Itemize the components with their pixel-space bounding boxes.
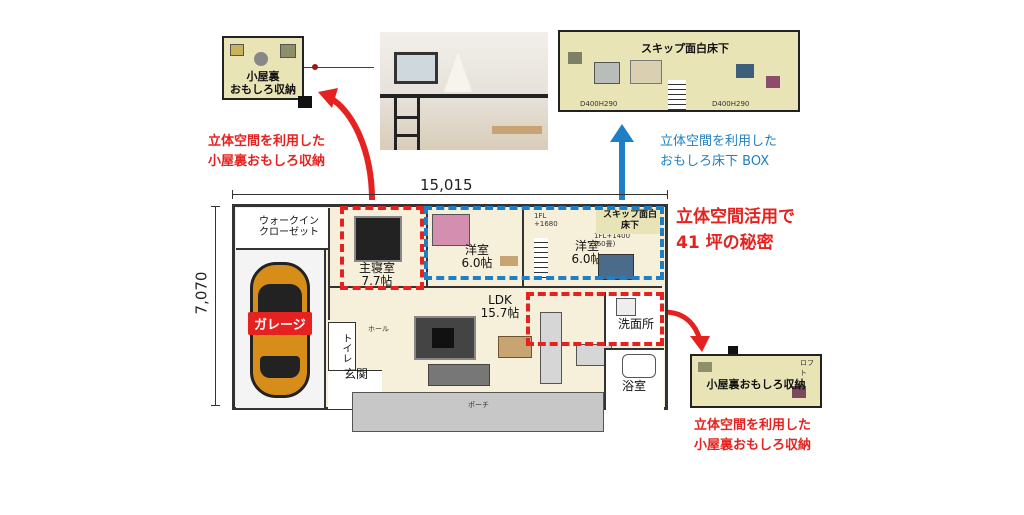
- depth-dimension-tick: [211, 405, 220, 406]
- window: [394, 52, 438, 84]
- bath-label: 浴室: [621, 379, 646, 393]
- garage-label-badge: ガレージ: [248, 312, 312, 335]
- bed-pink-icon: [432, 214, 470, 246]
- wall: [522, 208, 524, 286]
- kitchen-counter-icon: [540, 312, 562, 384]
- master-bedroom-label: 主寝室 7.7帖: [358, 261, 395, 288]
- table-icon: [432, 328, 454, 348]
- stair-icon: [668, 80, 686, 110]
- storage-box-icon: [280, 44, 296, 58]
- attic-highlight-box-master: [340, 206, 424, 290]
- ladder: [394, 98, 420, 150]
- width-dimension-label: 15,015: [420, 176, 473, 194]
- attic-label-line2: おもしろ収納: [230, 83, 296, 96]
- connector-dot: [312, 64, 318, 70]
- porch-area: [352, 392, 604, 432]
- walkin-closet-label: ウォークイン クローゼット: [259, 216, 319, 238]
- red-arrow-head-left: [318, 88, 338, 108]
- ladder-step: [394, 116, 420, 119]
- skip-floor-thumbnail: スキップ面白床下 D400H290 D400H290: [558, 30, 800, 112]
- depth-dimension-label: 7,070: [192, 271, 211, 315]
- walkin-closet: [236, 208, 328, 250]
- cushion-icon: [594, 62, 620, 84]
- depth-dimension-line: [215, 206, 216, 406]
- floor-note-1: 1FL +1680: [534, 212, 558, 228]
- storage-blue-icon: [598, 254, 634, 280]
- ladder-marker: [298, 96, 312, 108]
- washing-machine-icon: [616, 298, 636, 316]
- floor-plan: ガレージ ウォークイン クローゼット 主寝室 7.7帖 洋室 6.0帖 1FL …: [232, 204, 668, 432]
- toy-icon: [766, 76, 780, 88]
- red-arrow-right: [663, 309, 703, 341]
- loft-label: ロフト: [800, 359, 814, 377]
- connector-line: [304, 67, 374, 68]
- car-rear-window: [260, 356, 300, 378]
- wall: [328, 286, 662, 288]
- hall-label: ホール: [368, 325, 389, 333]
- callout-attic-bottom-right: 立体空間を利用した 小屋裏おもしろ収納: [694, 418, 812, 453]
- desk: [492, 126, 542, 134]
- skip-floor-title: スキップ面白床下: [641, 42, 729, 55]
- width-dimension-tick: [667, 190, 668, 199]
- width-dimension-tick: [232, 190, 233, 199]
- red-arrow-head-right: [690, 336, 710, 352]
- loft-railing: [380, 94, 548, 98]
- ldk-label: LDK 15.7帖: [480, 293, 520, 320]
- washroom-label: 洗面所: [617, 317, 654, 331]
- stair-icon: [534, 238, 548, 280]
- skip-floor-highlight-box: [424, 206, 664, 280]
- western-room-2-label: 洋室 6.0帖: [571, 239, 603, 266]
- skip-under-note-1: D400H290: [580, 100, 618, 108]
- entrance-label: 玄関: [343, 367, 368, 381]
- attic-bottom-label: 小屋裏おもしろ収納: [706, 378, 806, 391]
- headline: 立体空間活用で 41 坪の秘密: [676, 207, 795, 253]
- width-dimension-line: [232, 194, 668, 195]
- toy-icon: [792, 386, 806, 398]
- garage-label: ガレージ: [254, 318, 306, 333]
- chair-icon: [254, 52, 268, 66]
- desk-icon: [500, 256, 518, 266]
- depth-dimension-tick: [211, 206, 220, 207]
- storage-box-icon: [568, 52, 582, 64]
- mat-icon: [630, 60, 662, 84]
- teepee-tent: [444, 52, 472, 92]
- attic-storage-thumbnail-bottom-right: ロフト 小屋裏おもしろ収納: [690, 354, 822, 408]
- wall: [328, 208, 330, 320]
- red-arrow-up-left: [328, 95, 375, 201]
- floor-note-2: 1FL+1400 (60畳): [594, 232, 631, 248]
- storage-box-icon: [230, 44, 244, 56]
- interior-photo: [380, 32, 548, 150]
- ladder-step: [394, 134, 420, 137]
- western-room-1-label: 洋室 6.0帖: [461, 243, 493, 270]
- porch-label: ポーチ: [468, 401, 489, 409]
- attic-highlight-box-ldk: [526, 292, 664, 346]
- blue-arrow-head: [610, 124, 634, 142]
- sofa-icon: [428, 364, 490, 386]
- toy-icon: [736, 64, 754, 78]
- callout-attic-top-left: 立体空間を利用した 小屋裏おもしろ収納: [208, 134, 326, 169]
- storage-box-icon: [698, 362, 712, 372]
- attic-label-line1: 小屋裏: [246, 70, 280, 83]
- ladder-marker: [728, 346, 738, 354]
- toilet-label: トイレ: [340, 333, 351, 363]
- toilet-area: [328, 322, 356, 372]
- attic-storage-thumbnail-top-left: 小屋裏 おもしろ収納: [222, 36, 304, 100]
- dining-table-icon: [498, 336, 532, 358]
- skip-under-note-2: D400H290: [712, 100, 750, 108]
- bed-icon: [354, 216, 402, 262]
- skip-floor-area: [596, 208, 662, 234]
- callout-floor-box: 立体空間を利用した おもしろ床下 BOX: [660, 134, 778, 169]
- skip-floor-label: スキップ面白 床下: [602, 210, 657, 231]
- bathtub-icon: [622, 354, 656, 378]
